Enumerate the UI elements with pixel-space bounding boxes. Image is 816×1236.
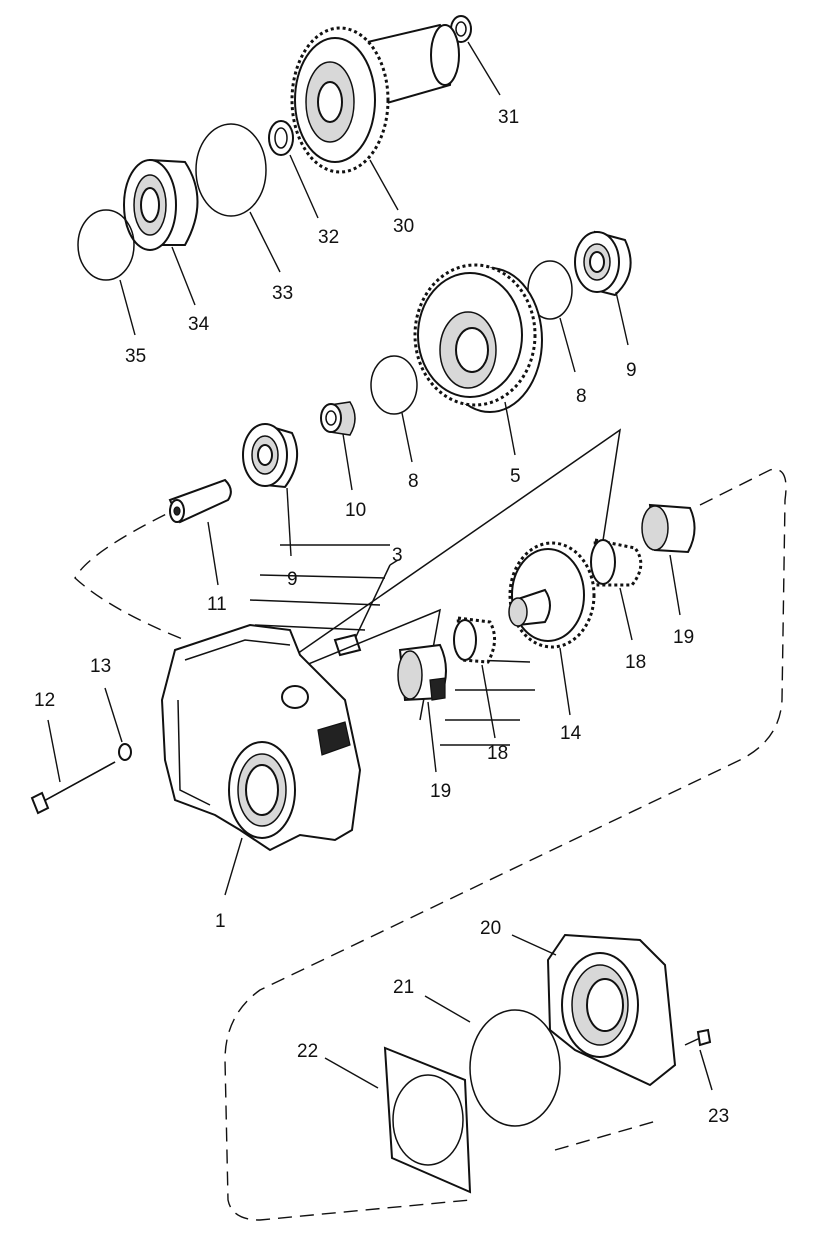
part-34-ball-bearing[interactable] <box>123 158 199 251</box>
callout-32: 32 <box>318 227 339 248</box>
leader-19a <box>669 554 681 616</box>
part-12-long-bolt[interactable] <box>30 761 116 815</box>
part-30-gear-shaft[interactable] <box>290 23 460 174</box>
callout-8-lower: 8 <box>408 471 419 492</box>
leader-20 <box>511 934 557 956</box>
leader-18a <box>619 587 633 641</box>
leader-30 <box>369 159 399 211</box>
callout-19-upper: 19 <box>673 627 694 648</box>
leader-12 <box>47 719 61 783</box>
part-18-roller-bearing-lower[interactable] <box>453 616 496 664</box>
callout-9-lower: 9 <box>287 569 298 590</box>
callout-34: 34 <box>188 314 210 335</box>
part-18-roller-bearing-upper[interactable] <box>590 538 643 587</box>
leader-34 <box>171 246 196 306</box>
callout-18-upper: 18 <box>625 652 646 673</box>
leader-35 <box>119 279 136 336</box>
part-20-cover[interactable] <box>546 933 677 1087</box>
leader-9a <box>615 291 629 346</box>
part-33-snap-ring[interactable] <box>195 123 267 217</box>
leader-19b <box>427 701 437 773</box>
callout-18-lower: 18 <box>487 743 508 764</box>
callout-5: 5 <box>510 466 521 487</box>
part-21-o-ring[interactable] <box>469 1009 561 1127</box>
leader-13 <box>104 687 123 743</box>
callout-30: 30 <box>393 216 414 237</box>
callout-12: 12 <box>34 690 55 711</box>
part-9-bearing-lower[interactable] <box>242 423 299 489</box>
part-19-bearing-cup-upper[interactable] <box>641 503 696 554</box>
leader-11 <box>207 521 219 586</box>
leader-1 <box>224 837 243 896</box>
leader-8a <box>559 317 576 373</box>
reference-lines <box>244 428 622 746</box>
leader-33 <box>249 211 281 273</box>
leader-21 <box>424 995 471 1023</box>
part-8-snap-ring-lower[interactable] <box>370 355 418 415</box>
leader-5 <box>504 401 516 456</box>
callout-11: 11 <box>207 594 227 615</box>
part-10-needle-bearing[interactable] <box>320 401 356 436</box>
part-35-snap-ring[interactable] <box>77 209 135 281</box>
part-14-gear-hub[interactable] <box>508 541 596 649</box>
leader-23 <box>699 1049 713 1091</box>
callout-19-lower: 19 <box>430 781 451 802</box>
assembly-outline-lower <box>554 1119 661 1151</box>
leader-14 <box>559 647 571 716</box>
callout-1: 1 <box>215 911 226 932</box>
part-5-large-gear[interactable] <box>413 263 543 413</box>
part-13-washer[interactable] <box>118 743 132 761</box>
callout-22: 22 <box>297 1041 318 1062</box>
leader-10 <box>342 433 353 491</box>
callout-23: 23 <box>708 1106 729 1127</box>
callout-21: 21 <box>393 977 414 998</box>
leader-18b <box>481 664 496 739</box>
callout-8-upper: 8 <box>576 386 587 407</box>
part-9-bearing-upper[interactable] <box>574 230 632 297</box>
callout-10: 10 <box>345 500 366 521</box>
callout-3: 3 <box>392 545 403 566</box>
leader-8b <box>401 412 413 463</box>
callout-20: 20 <box>480 918 501 939</box>
part-11-pin[interactable] <box>168 478 232 524</box>
callout-31: 31 <box>498 107 519 128</box>
leader-22 <box>324 1057 379 1089</box>
part-1-housing[interactable] <box>160 623 362 852</box>
callout-14: 14 <box>560 723 582 744</box>
assembly-outline-upper <box>74 468 787 1221</box>
leader-32 <box>289 154 319 219</box>
part-23-small-bolt[interactable] <box>684 1028 712 1047</box>
callout-9-upper: 9 <box>626 360 637 381</box>
leader-31 <box>467 41 501 96</box>
part-19-bearing-cup-lower[interactable] <box>397 643 447 702</box>
part-22-gasket[interactable] <box>383 1046 472 1194</box>
leader-3 <box>389 559 399 566</box>
callout-33: 33 <box>272 283 293 304</box>
callout-35: 35 <box>125 346 146 367</box>
callout-13: 13 <box>90 656 111 677</box>
leader-9b <box>286 487 292 557</box>
part-32-ring[interactable] <box>268 120 294 156</box>
